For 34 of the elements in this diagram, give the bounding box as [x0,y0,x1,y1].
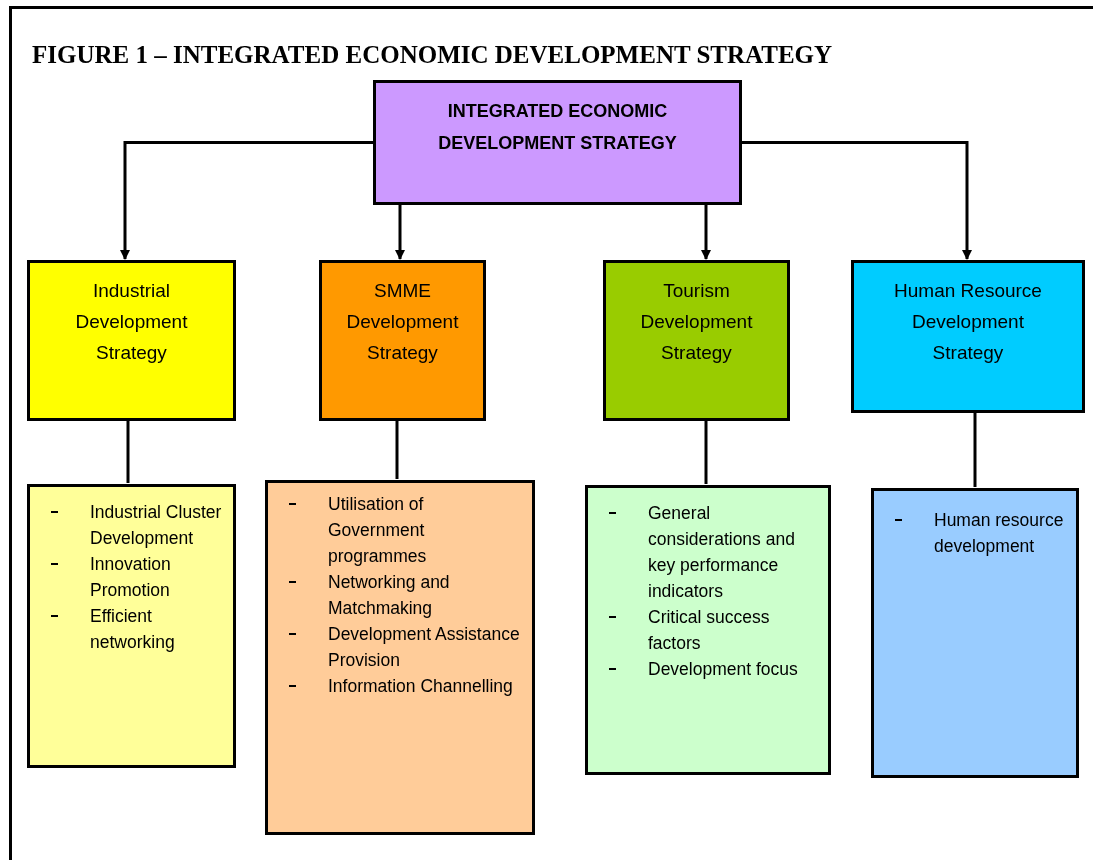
bullet-item: Development Assistance Provision [328,623,521,672]
figure-title: FIGURE 1 – INTEGRATED ECONOMIC DEVELOPMENT STRATEGY [32,40,833,70]
bullet-item: Industrial Cluster Development [90,501,223,550]
arrow [701,205,711,260]
connector-line [126,421,130,483]
bullet-item: Networking and Matchmaking [328,571,451,620]
detail-box [585,485,831,775]
strategy-box [851,260,1085,413]
detail-box [871,488,1079,778]
detail-box [265,480,535,835]
bullet-item: General considerations and key performance indicators [648,502,796,603]
strategy-box [27,260,236,421]
arrow [395,205,405,260]
bullet-item: Efficient networking [90,605,176,654]
strategy-box [373,80,742,205]
bullet-item: Critical success factors [648,606,771,655]
connector-line [395,421,399,479]
box-label: Human Resource Development Strategy [893,279,1043,365]
detail-box [27,484,236,768]
bullet-item: Human resource development [934,509,1065,558]
connector-line [704,421,708,484]
box-heading: INTEGRATED ECONOMIC DEVELOPMENT STRATEGY [437,100,678,155]
bullet-item: Innovation Promotion [90,553,172,602]
box-label: Industrial Development Strategy [74,279,189,365]
box-label: Tourism Development Strategy [639,279,754,365]
arrow [120,141,373,260]
strategy-box [603,260,790,421]
strategy-box [319,260,486,421]
bullet-item: Information Channelling [328,675,513,698]
box-label: SMME Development Strategy [345,279,460,365]
arrow [742,141,972,260]
bullet-item: Utilisation of Government programmes [328,493,428,568]
connector-line [973,413,977,487]
bullet-item: Development focus [648,658,798,681]
